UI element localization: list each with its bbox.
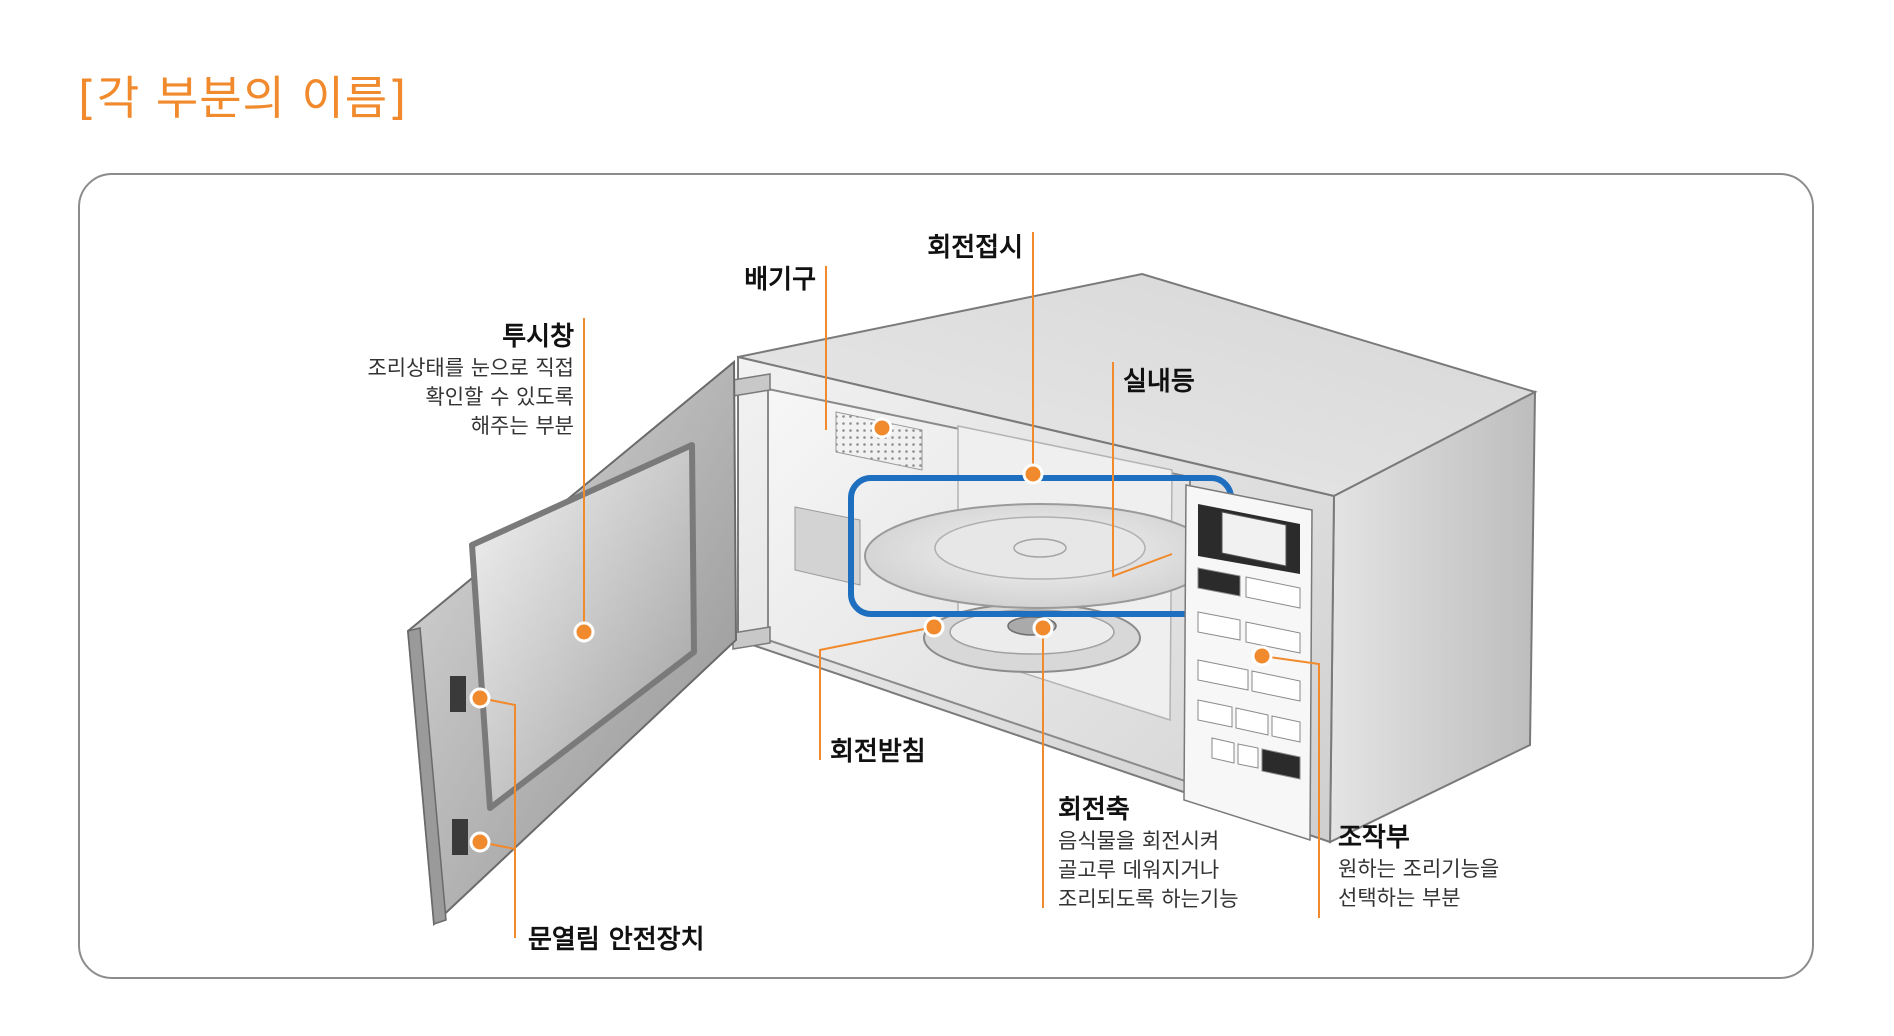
turntable-pointer-dot xyxy=(1022,463,1044,485)
window-desc-line-3: 해주는 부분 xyxy=(471,414,574,438)
page-title: [각 부분의 이름] xyxy=(78,71,408,125)
roller-ring xyxy=(923,603,1141,673)
lamp-label: 실내등 xyxy=(1123,367,1195,397)
shaft-pointer-dot xyxy=(1032,617,1054,639)
exhaust-label: 배기구 xyxy=(744,265,816,295)
roller-label: 회전받침 xyxy=(830,737,926,767)
window-pointer-dot xyxy=(573,621,595,643)
microwave-door xyxy=(406,359,738,927)
turntable-label: 회전접시 xyxy=(927,233,1023,263)
shaft-desc-line-2: 골고루 데워지거나 xyxy=(1058,858,1219,882)
door-lock-pointer-dot-upper xyxy=(469,687,491,709)
roller-pointer-dot xyxy=(923,616,945,638)
window-desc-line-1: 조리상태를 눈으로 직접 xyxy=(367,356,574,380)
window-label: 투시창 xyxy=(502,322,574,352)
door-lock-label: 문열림 안전장치 xyxy=(528,925,705,955)
window-desc-line-2: 확인할 수 있도록 xyxy=(425,385,574,409)
control-desc-line-2: 선택하는 부분 xyxy=(1338,886,1461,910)
control-label: 조작부 xyxy=(1338,823,1410,853)
door-lock-pointer-dot-lower xyxy=(469,831,491,853)
shaft-desc-line-3: 조리되도록 하는기능 xyxy=(1058,887,1239,911)
control-button-grid xyxy=(1197,567,1301,780)
shaft-desc-line-1: 음식물을 회전시켜 xyxy=(1058,829,1219,853)
turntable-plate xyxy=(864,503,1216,609)
diagram-frame xyxy=(78,173,1814,979)
exhaust-pointer-dot xyxy=(871,417,893,439)
control-pointer-dot xyxy=(1251,645,1273,667)
control-panel xyxy=(1183,484,1313,842)
control-desc-line-1: 원하는 조리기능을 xyxy=(1338,857,1499,881)
shaft-label: 회전축 xyxy=(1058,795,1130,825)
